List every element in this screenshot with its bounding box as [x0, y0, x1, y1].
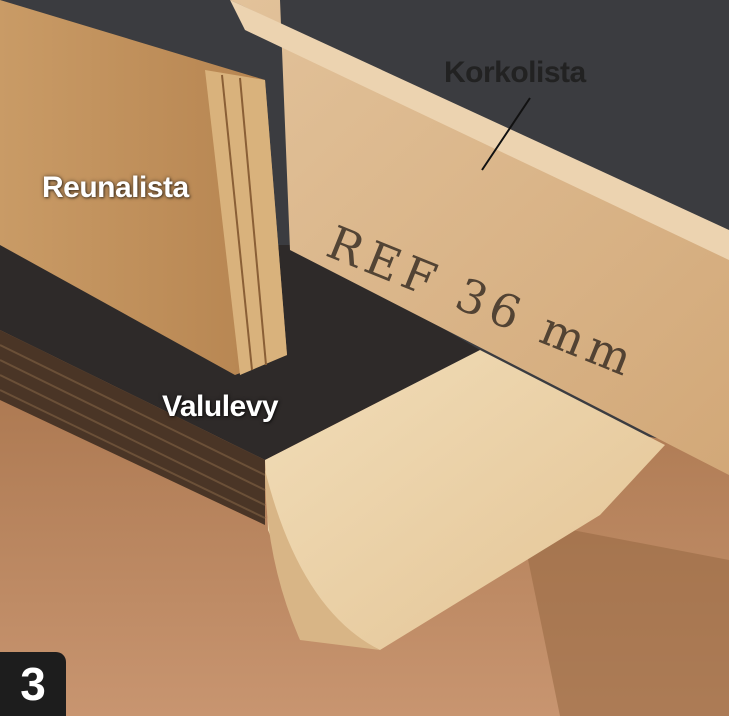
reunalista-edge [205, 70, 287, 375]
plywood-layers [0, 344, 266, 519]
quarter-round-molding [265, 350, 665, 650]
molding-end-grain [265, 470, 380, 650]
valulevy-board-edge [0, 330, 265, 525]
step-number-badge: 3 [0, 652, 66, 716]
korkolista-beam [230, 0, 729, 475]
label-valulevy: Valulevy [162, 390, 279, 423]
korkolista-leader-line [481, 97, 531, 171]
reunalista-layers [221, 74, 267, 371]
label-reunalista: Reunalista [42, 171, 189, 204]
label-korkolista: Korkolista [444, 56, 586, 89]
korkolista-top-face [230, 0, 729, 260]
base-shadow [520, 520, 729, 716]
